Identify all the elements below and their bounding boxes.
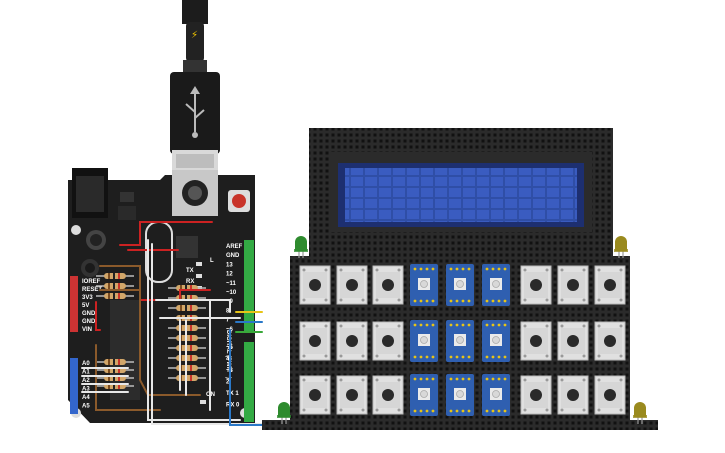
push-button[interactable] bbox=[372, 321, 404, 361]
digital-pin-label-11: 4 bbox=[226, 357, 230, 363]
resistor bbox=[168, 305, 206, 311]
analog-pin-label-5: A5 bbox=[82, 404, 90, 410]
power-pin-label-2: 3V3 bbox=[82, 295, 93, 301]
rgb-led-module[interactable] bbox=[446, 320, 474, 362]
rgb-led-module[interactable] bbox=[446, 264, 474, 306]
push-button[interactable] bbox=[557, 265, 589, 305]
digital-pin-label-13: 2 bbox=[226, 380, 230, 386]
push-button[interactable] bbox=[336, 321, 368, 361]
green-led-bottom-left[interactable] bbox=[277, 402, 291, 424]
push-button[interactable] bbox=[299, 375, 331, 415]
digital-header-bottom bbox=[244, 342, 254, 422]
analog-pin-label-4: A4 bbox=[82, 395, 90, 401]
push-button[interactable] bbox=[299, 265, 331, 305]
push-button[interactable] bbox=[336, 375, 368, 415]
l-label: L bbox=[210, 258, 214, 264]
lcd-display[interactable] bbox=[338, 163, 584, 227]
tx-label: TX bbox=[186, 268, 194, 274]
digital-pin-label-2: 13 bbox=[226, 262, 233, 268]
rgb-led-module[interactable] bbox=[410, 374, 438, 416]
rgb-led-module[interactable] bbox=[410, 320, 438, 362]
push-button[interactable] bbox=[594, 321, 626, 361]
power-pin-label-1: RESET bbox=[82, 287, 102, 293]
input-grid bbox=[299, 264, 626, 416]
resistor bbox=[96, 359, 134, 365]
resistor bbox=[96, 273, 134, 279]
digital-pin-label-14: TX 1 bbox=[226, 391, 239, 397]
power-header bbox=[70, 276, 78, 332]
analog-pin-label-0: A0 bbox=[82, 361, 90, 367]
resistor bbox=[96, 283, 134, 289]
digital-pin-label-3: 12 bbox=[226, 272, 233, 278]
rgb-led-module[interactable] bbox=[482, 264, 510, 306]
power-pin-label-3: 5V bbox=[82, 303, 89, 309]
green-led-top-left[interactable] bbox=[294, 236, 308, 258]
rgb-led-module[interactable] bbox=[482, 320, 510, 362]
usb-symbol-icon bbox=[185, 86, 205, 138]
push-button[interactable] bbox=[299, 321, 331, 361]
digital-label: DIGITAL (PWM ~) bbox=[225, 330, 231, 379]
digital-pin-label-4: ~11 bbox=[226, 281, 237, 287]
analog-pin-label-1: A1 bbox=[82, 370, 90, 376]
push-button[interactable] bbox=[594, 375, 626, 415]
yellow-led-top-right[interactable] bbox=[614, 236, 628, 258]
resistor bbox=[96, 293, 134, 299]
digital-pin-label-0: AREF bbox=[226, 244, 243, 250]
usb-cable[interactable]: ⚡ bbox=[170, 0, 220, 172]
rgb-led-module[interactable] bbox=[446, 374, 474, 416]
digital-pin-label-1: GND bbox=[226, 253, 240, 259]
yellow-led-bottom-right[interactable] bbox=[633, 402, 647, 424]
push-button[interactable] bbox=[557, 375, 589, 415]
push-button[interactable] bbox=[336, 265, 368, 305]
push-button[interactable] bbox=[372, 375, 404, 415]
indicator-leds bbox=[277, 236, 647, 424]
analog-header bbox=[70, 358, 78, 414]
reset-button[interactable] bbox=[228, 190, 250, 212]
power-pin-label-4: GND bbox=[82, 311, 96, 317]
lightning-icon: ⚡ bbox=[191, 30, 198, 41]
power-pin-label-6: VIN bbox=[82, 327, 92, 333]
push-button[interactable] bbox=[520, 375, 552, 415]
power-pin-label-5: GND bbox=[82, 319, 96, 325]
push-button[interactable] bbox=[594, 265, 626, 305]
digital-pin-label-8: 7 bbox=[226, 318, 230, 324]
digital-pin-label-7: 8 bbox=[226, 308, 230, 314]
push-button[interactable] bbox=[520, 321, 552, 361]
digital-pin-label-15: RX 0 bbox=[226, 403, 240, 409]
push-button[interactable] bbox=[372, 265, 404, 305]
analog-pin-label-2: A2 bbox=[82, 378, 90, 384]
push-button[interactable] bbox=[520, 265, 552, 305]
push-button[interactable] bbox=[557, 321, 589, 361]
rgb-led-module[interactable] bbox=[482, 374, 510, 416]
power-pin-label-0: IOREF bbox=[82, 279, 101, 285]
wires bbox=[81, 221, 263, 426]
rgb-led-module[interactable] bbox=[410, 264, 438, 306]
analog-pin-label-3: A3 bbox=[82, 387, 90, 393]
digital-pin-label-5: ~10 bbox=[226, 290, 237, 296]
rx-label: RX bbox=[186, 279, 194, 285]
digital-header-top bbox=[244, 240, 254, 332]
